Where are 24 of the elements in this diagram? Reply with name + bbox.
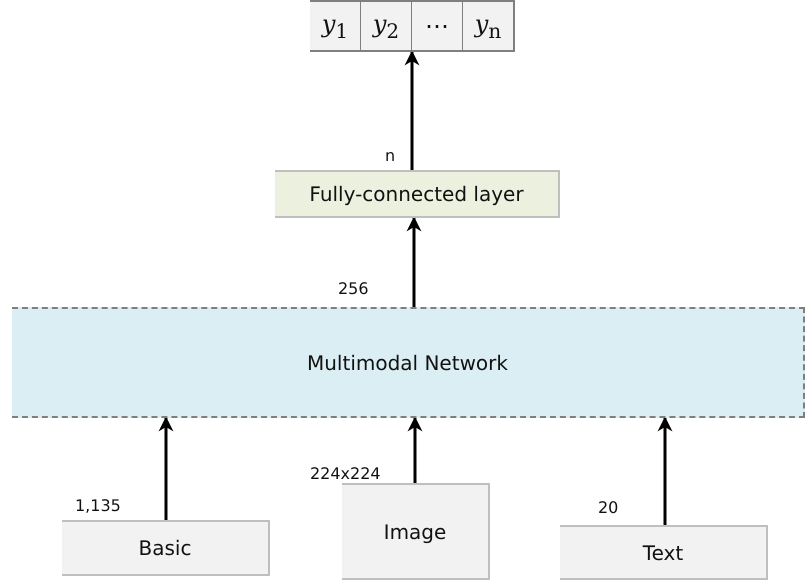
node-label: Fully-connected layer xyxy=(309,182,524,206)
node-label: Image xyxy=(384,520,446,544)
input-box xyxy=(62,520,270,576)
output-cell xyxy=(463,0,515,52)
layer-box xyxy=(275,170,560,218)
math-symbol: y$_{n}$ xyxy=(474,10,502,42)
arrow xyxy=(408,416,422,483)
node-label: Multimodal Network xyxy=(307,350,508,374)
output-cell xyxy=(361,0,413,52)
input-box xyxy=(560,525,768,580)
output-cell xyxy=(412,0,464,52)
arrow xyxy=(158,416,174,520)
edge-label: 1,135 xyxy=(75,497,121,515)
math-symbol: y$_{2}$ xyxy=(372,10,400,42)
arrow xyxy=(658,416,672,525)
node-label: Basic xyxy=(138,536,192,560)
arrow xyxy=(406,216,422,307)
arrow xyxy=(404,50,420,170)
input-box xyxy=(342,483,490,580)
math-symbol: y$_{1}$ xyxy=(322,10,348,42)
network-box xyxy=(12,307,805,418)
output-cell xyxy=(310,0,362,52)
math-symbol: ⋯ xyxy=(425,12,449,40)
node-label: Text xyxy=(642,540,684,564)
